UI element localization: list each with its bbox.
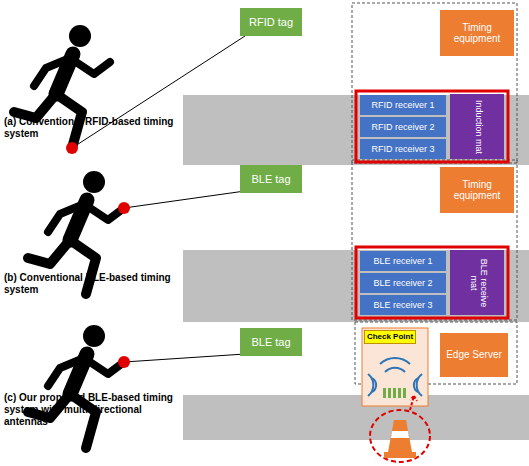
tag-dot xyxy=(118,202,130,214)
mat-box: BLE receive mat xyxy=(450,250,504,315)
track xyxy=(183,395,529,440)
node-text: BLE tag xyxy=(251,336,290,349)
tag-box: BLE tag xyxy=(240,328,302,356)
node-text: Edge Server xyxy=(446,349,502,361)
mat-frame xyxy=(356,91,508,162)
leader-line xyxy=(124,191,245,208)
dashed-group xyxy=(352,3,517,163)
leader-line xyxy=(72,36,245,148)
node-text: RFID tag xyxy=(249,16,293,29)
node-text: BLE receiver 3 xyxy=(373,300,432,310)
tag-box: RFID tag xyxy=(240,8,302,36)
node-text: BLE receiver 1 xyxy=(373,256,432,266)
receiver-box: BLE receiver 3 xyxy=(360,295,446,315)
receiver-box: BLE receiver 1 xyxy=(360,251,446,271)
tag-box: BLE tag xyxy=(240,165,302,193)
node-text: Induction mat xyxy=(452,96,502,157)
leader-line xyxy=(124,354,245,362)
mat-frame xyxy=(356,247,508,318)
equipment-box: Timing equipment xyxy=(440,167,514,213)
equipment-box: Timing equipment xyxy=(440,10,514,56)
dashed-arrow xyxy=(410,396,417,410)
receiver-box: RFID receiver 2 xyxy=(360,117,446,137)
node-text: RFID receiver 1 xyxy=(371,100,434,110)
server-box: Edge Server xyxy=(440,333,508,377)
node-text: BLE receiver 2 xyxy=(373,278,432,288)
tag-dot xyxy=(118,356,130,368)
receiver-box: RFID receiver 1 xyxy=(360,95,446,115)
node-text: Check Point xyxy=(367,332,413,341)
checkpoint-panel xyxy=(362,328,428,406)
node-text: BLE tag xyxy=(251,173,290,186)
node-text: Timing equipment xyxy=(440,179,514,202)
traffic-cone xyxy=(384,420,416,458)
panel-caption: (c) Our proposed BLE-based timing system… xyxy=(4,392,176,428)
antenna-bars xyxy=(383,388,406,398)
tag-dot xyxy=(66,142,78,154)
node-text: RFID receiver 3 xyxy=(371,144,434,154)
checkpoint-label: Check Point xyxy=(364,330,416,344)
dashed-group xyxy=(352,160,517,320)
node-text: Timing equipment xyxy=(440,22,514,45)
panel-caption: (a) Conventional RFID-based timing syste… xyxy=(4,116,176,140)
receiver-box: BLE receiver 2 xyxy=(360,273,446,293)
receiver-box: RFID receiver 3 xyxy=(360,139,446,159)
node-text: RFID receiver 2 xyxy=(371,122,434,132)
panel-caption: (b) Conventional BLE-based timing system xyxy=(4,272,176,296)
node-text: BLE receive mat xyxy=(452,252,502,313)
runner xyxy=(28,325,124,448)
mat-box: Induction mat xyxy=(450,94,504,159)
highlight-circle xyxy=(370,410,430,462)
